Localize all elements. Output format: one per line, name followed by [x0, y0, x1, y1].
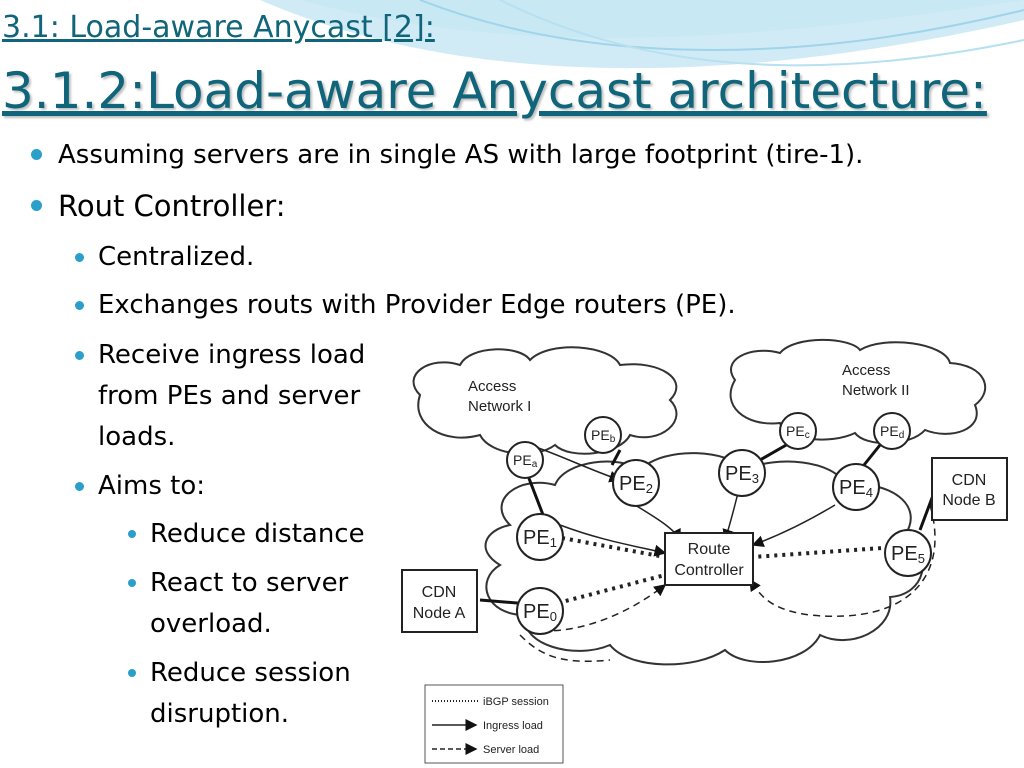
legend-ingress-label: Ingress load: [483, 720, 543, 732]
router-pe-1-label: PE1: [523, 527, 557, 550]
bullet-text: Rout Controller:: [58, 189, 286, 223]
router-pe-a: [506, 441, 544, 479]
access-network-2-label-1: Access: [842, 362, 890, 379]
route-controller-box: [664, 532, 754, 586]
legend-ibgp-label: iBGP session: [483, 696, 549, 708]
access-network-1-label-2: Network I: [468, 398, 531, 415]
bullet-dot: [31, 149, 42, 160]
bullet-aims: Aims to:: [75, 466, 206, 507]
bullet-dot: [128, 669, 136, 677]
router-pe-b: [584, 416, 622, 454]
router-pe-5: [884, 529, 932, 577]
bullet-dot: [128, 530, 136, 538]
bullet-dot: [128, 579, 136, 587]
slide-title: 3.1.2:Load-aware Anycast architecture:: [2, 62, 987, 120]
bullet-assumption: Assuming servers are in single AS with l…: [31, 135, 864, 176]
bullet-controller: Rout Controller:: [31, 186, 286, 227]
header-wave-decoration: [260, 0, 1024, 69]
router-pe-2-label: PE2: [619, 473, 653, 496]
router-pe-4-label: PE4: [839, 477, 873, 500]
bullet-exchanges: Exchanges routs with Provider Edge route…: [75, 285, 736, 326]
bullet-aim-session: Reduce session disruption.: [128, 653, 380, 735]
anycast-architecture-diagram: Route Controller CDN Node A CDN Node B A…: [390, 335, 1024, 768]
bullet-dot: [75, 253, 84, 262]
cdn-node-b-box: [931, 457, 1008, 521]
router-pe-0: [516, 587, 564, 635]
bullet-centralized: Centralized.: [75, 237, 255, 278]
bullet-text: Centralized.: [98, 242, 255, 272]
bullet-text: Assuming servers are in single AS with l…: [58, 140, 864, 170]
bullet-text: Exchanges routs with Provider Edge route…: [98, 290, 736, 320]
router-pe-c-label: PEc: [786, 423, 810, 441]
router-pe-5-label: PE5: [891, 543, 925, 566]
bullet-text: Receive ingress load from PEs and server…: [98, 340, 366, 452]
router-pe-2: [612, 459, 660, 507]
router-pe-d-label: PEd: [880, 423, 904, 441]
router-pe-a-label: PEa: [513, 452, 538, 470]
router-pe-4: [832, 463, 880, 511]
legend-server-label: Server load: [483, 744, 539, 756]
router-pe-1: [516, 513, 564, 561]
router-pe-c: [779, 412, 817, 450]
bullet-aim-overload: React to server overload.: [128, 563, 380, 645]
router-pe-3-label: PE3: [725, 463, 759, 486]
router-pe-b-label: PEb: [591, 427, 616, 445]
router-pe-3: [718, 449, 766, 497]
route-controller-label-1: Route: [688, 541, 731, 558]
bullet-text: React to server overload.: [150, 568, 349, 639]
cdn-node-b-label-2: Node B: [942, 492, 995, 509]
bullet-dot: [75, 482, 84, 491]
bullet-receive: Receive ingress load from PEs and server…: [75, 335, 383, 458]
bullet-aim-distance: Reduce distance: [128, 514, 390, 555]
bullet-text: Reduce distance: [150, 519, 365, 549]
router-pe-0-label: PE0: [523, 601, 557, 624]
slide-heading: 3.1: Load-aware Anycast [2]:: [2, 10, 435, 45]
bullet-dot: [31, 200, 42, 211]
access-network-2-label-2: Network II: [842, 382, 910, 399]
bullet-dot: [75, 301, 84, 310]
diagram-legend: iBGP session Ingress load Server load: [424, 684, 564, 764]
cdn-node-a-box: [401, 569, 478, 633]
bullet-text: Aims to:: [98, 471, 206, 501]
bullet-dot: [75, 351, 84, 360]
cdn-node-b-label-1: CDN: [952, 472, 987, 489]
cdn-node-a-label-2: Node A: [413, 605, 466, 622]
access-network-1-label-1: Access: [468, 378, 516, 395]
cdn-node-a-label-1: CDN: [422, 584, 457, 601]
route-controller-label-2: Controller: [674, 562, 744, 579]
bullet-text: Reduce session disruption.: [150, 658, 351, 729]
router-pe-d: [873, 412, 911, 450]
